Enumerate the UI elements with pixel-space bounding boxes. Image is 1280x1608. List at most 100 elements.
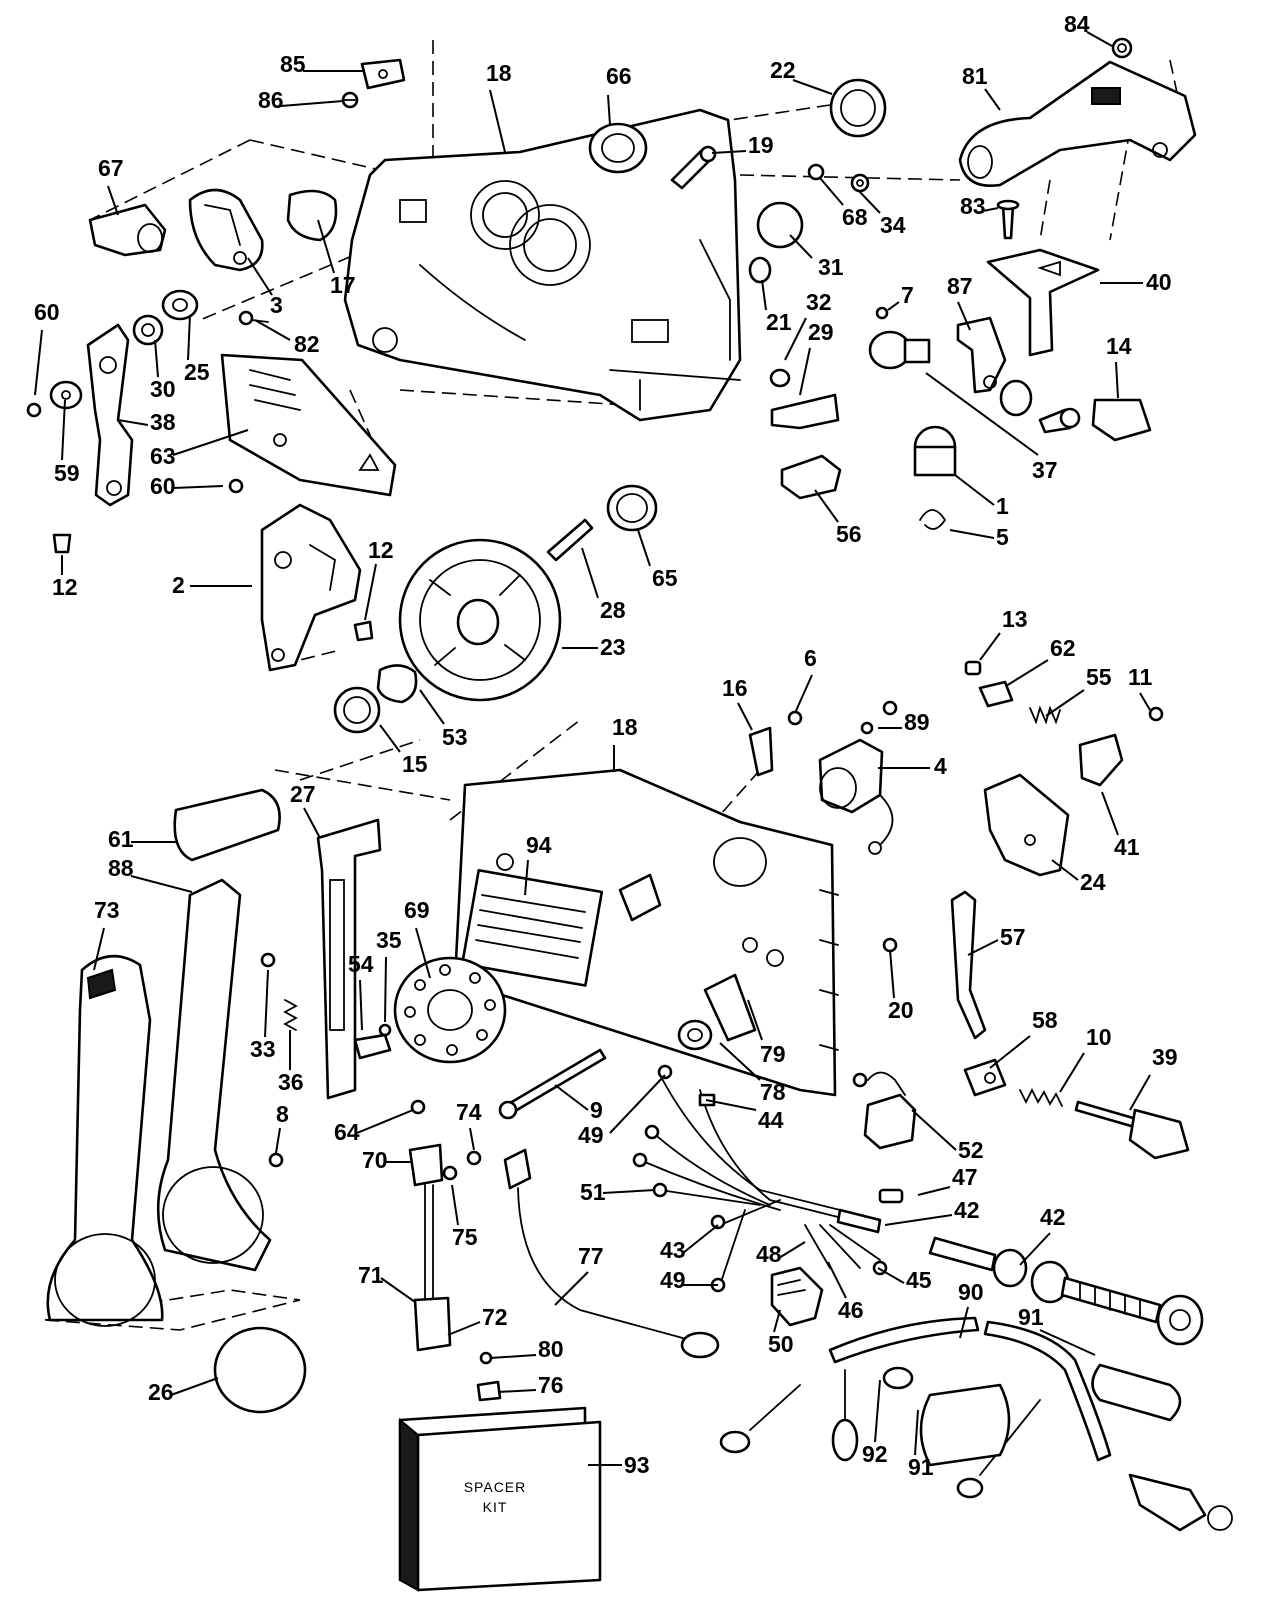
- callout-c90: 90: [958, 1279, 984, 1305]
- part-63-plate: [220, 353, 397, 497]
- leader-line-c50: [773, 1309, 781, 1333]
- leader-line-c94: [524, 859, 529, 896]
- part-14-cap: [1091, 398, 1152, 442]
- part-83-screw: [996, 199, 1020, 240]
- leader-line-c75: [451, 1184, 459, 1226]
- part-88-handle: [156, 878, 272, 1272]
- callout-c39: 39: [1152, 1044, 1178, 1070]
- part-81-lever-arm: [958, 60, 1197, 188]
- part-74-screw: [466, 1150, 482, 1166]
- callout-c60a: 60: [34, 299, 60, 325]
- part-34-nut: [850, 173, 870, 193]
- part-65-ring: [606, 484, 658, 532]
- part-64-screw: [410, 1099, 426, 1115]
- leader-line-c90: [959, 1306, 969, 1339]
- leader-line-c41: [1101, 791, 1119, 836]
- callout-c26: 26: [148, 1379, 174, 1405]
- leader-line-c42b: [1019, 1232, 1051, 1266]
- part-75-washer: [442, 1165, 458, 1181]
- callout-c24: 24: [1080, 869, 1106, 895]
- callout-c42a: 42: [954, 1197, 980, 1223]
- callout-c46: 46: [838, 1297, 864, 1323]
- part-54-bracket: [353, 1033, 392, 1060]
- leader-line-c15: [379, 724, 401, 753]
- part-41-detent: [1078, 733, 1124, 787]
- callout-c13: 13: [1002, 606, 1028, 632]
- leader-line-c19: [711, 150, 747, 154]
- part-25-washer: [161, 289, 199, 321]
- part-2-bracket: [260, 503, 362, 672]
- part-21-bushing: [748, 256, 772, 284]
- leader-line-c29: [799, 347, 811, 396]
- part-93-spacer-kit: SPACER KIT: [398, 1406, 602, 1592]
- part-80-screw: [479, 1351, 493, 1365]
- part-70-71-72-harness: [408, 1143, 452, 1352]
- leader-line-c24: [1051, 859, 1079, 881]
- leader-line-c44: [705, 1099, 757, 1111]
- leader-line-c33: [264, 969, 269, 1038]
- callout-c8: 8: [276, 1101, 289, 1127]
- part-29-clip: [770, 393, 840, 430]
- part-38-lever: [86, 323, 134, 507]
- callout-c50: 50: [768, 1331, 794, 1357]
- part-11-screw: [1148, 706, 1164, 722]
- callout-c10: 10: [1086, 1024, 1112, 1050]
- callout-c80: 80: [538, 1336, 564, 1362]
- callout-c20: 20: [888, 997, 914, 1023]
- leader-line-c58: [989, 1035, 1031, 1069]
- callout-c79: 79: [760, 1041, 786, 1067]
- part-78-nut: [677, 1019, 713, 1051]
- callout-leaders: [34, 31, 1151, 1466]
- part-26-lens: [213, 1326, 307, 1414]
- leader-line-c21: [761, 279, 767, 311]
- leader-line-c43: [682, 1224, 719, 1254]
- leader-line-c80: [489, 1354, 537, 1359]
- leader-line-c38: [117, 419, 149, 426]
- callout-c45: 45: [906, 1267, 932, 1293]
- leader-line-c16: [737, 702, 753, 731]
- leader-line-c31: [789, 234, 813, 259]
- leader-line-c3: [247, 257, 273, 296]
- part-60-screw-a: [26, 402, 42, 418]
- leader-line-c92: [874, 1379, 881, 1443]
- wiring-harness: [632, 1064, 904, 1293]
- callout-c71: 71: [358, 1262, 384, 1288]
- part-20-screw: [882, 937, 898, 953]
- part-33-screw: [260, 952, 276, 968]
- callout-c11: 11: [1128, 664, 1153, 690]
- part-18-upper-housing: [343, 108, 742, 422]
- callout-c56: 56: [836, 521, 862, 547]
- leader-line-c22: [792, 79, 833, 95]
- part-15-ring: [333, 686, 381, 734]
- leader-line-c60a: [34, 329, 43, 396]
- part-24-plate: [983, 773, 1070, 877]
- callout-c94: 94: [526, 832, 552, 858]
- leader-line-c56: [814, 489, 839, 523]
- callout-c87: 87: [947, 273, 973, 299]
- callout-c51: 51: [580, 1179, 606, 1205]
- leader-line-c68: [819, 177, 844, 206]
- part-69-detent-disc: [393, 956, 507, 1064]
- leader-line-c59: [61, 399, 66, 461]
- leader-line-c67: [107, 185, 119, 216]
- callout-c73: 73: [94, 897, 120, 923]
- callout-c76: 76: [538, 1372, 564, 1398]
- callout-c62: 62: [1050, 635, 1076, 661]
- leader-line-c5: [949, 529, 995, 539]
- leader-line-c37: [925, 372, 1039, 456]
- part-13-pin: [964, 660, 982, 676]
- callout-c21: 21: [766, 309, 792, 335]
- callout-c15: 15: [402, 751, 428, 777]
- callout-c89: 89: [904, 709, 930, 735]
- callout-c41: 41: [1114, 834, 1140, 860]
- callout-c47: 47: [952, 1164, 978, 1190]
- part-77-cable: [503, 1148, 720, 1359]
- leader-line-c52: [911, 1109, 957, 1151]
- part-50-connector: [770, 1266, 824, 1327]
- callout-c65: 65: [652, 565, 678, 591]
- leader-line-c57: [967, 939, 999, 956]
- callout-c18a: 18: [486, 60, 512, 86]
- callout-c35: 35: [376, 927, 402, 953]
- callout-c84: 84: [1064, 11, 1090, 37]
- callout-c57: 57: [1000, 924, 1026, 950]
